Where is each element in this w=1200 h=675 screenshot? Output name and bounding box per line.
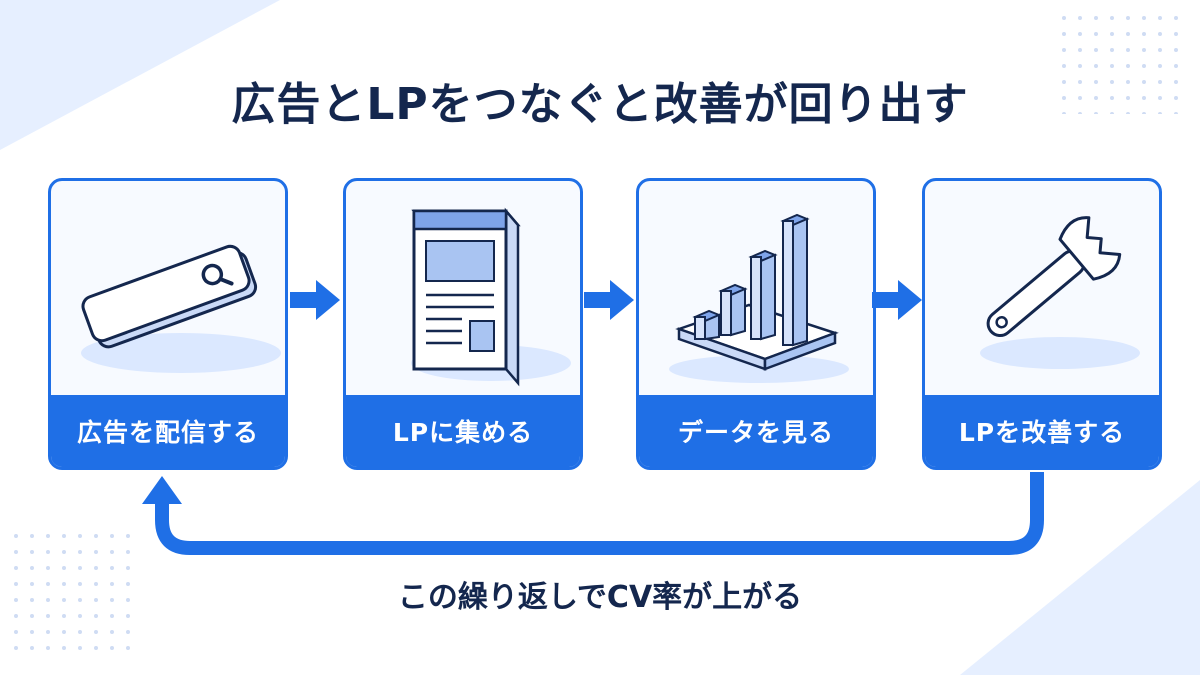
step-label: 広告を配信する (51, 395, 285, 467)
background-shape-top-left (0, 0, 280, 150)
step-label: データを見る (639, 395, 873, 467)
background-shape-bottom-right (960, 480, 1200, 675)
bar-chart-icon (669, 213, 849, 383)
step-card-data: データを見る (636, 178, 876, 470)
landing-page-icon (411, 207, 571, 387)
step-card-ad-delivery: 広告を配信する (48, 178, 288, 470)
arrow-right-icon (584, 280, 634, 320)
dot-pattern-top-right (1060, 14, 1190, 114)
step-card-landing-page: LPに集める (343, 178, 583, 470)
dot-pattern-bottom-left (12, 532, 132, 662)
page-title: 広告とLPをつなぐと改善が回り出す (231, 79, 969, 130)
arrow-right-icon (872, 280, 922, 320)
loop-caption: この繰り返しでCV率が上がる (397, 580, 803, 615)
search-bar-icon (81, 244, 281, 373)
arrow-right-icon (290, 280, 340, 320)
wrench-icon (980, 216, 1140, 369)
step-label: LPに集める (346, 395, 580, 467)
step-label: LPを改善する (925, 395, 1159, 467)
step-card-improve: LPを改善する (922, 178, 1162, 470)
